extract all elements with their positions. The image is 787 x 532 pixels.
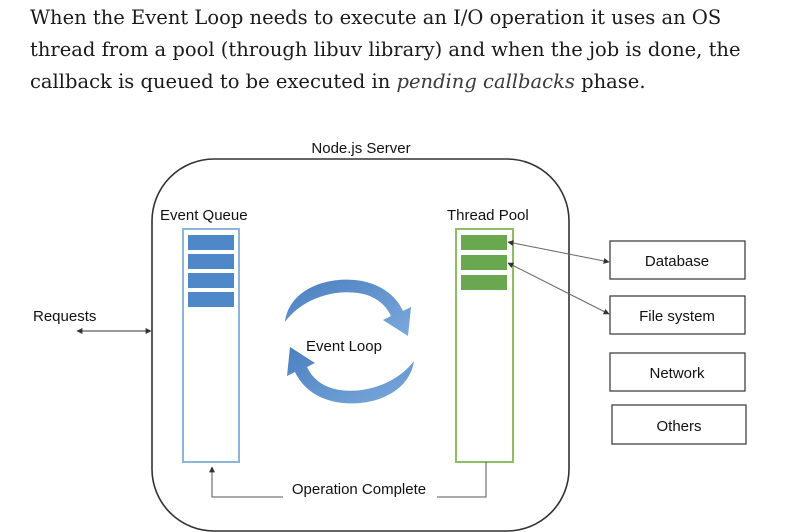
nodejs-server-box [151, 158, 570, 532]
resource-network: Network [609, 352, 746, 392]
resource-database: Database [609, 240, 746, 280]
requests-label: Requests [33, 308, 96, 325]
database-connector [507, 240, 610, 264]
event-queue-column [182, 228, 240, 463]
event-queue-item [188, 254, 234, 269]
resource-others-label: Others [656, 418, 701, 435]
thread-pool-item [461, 255, 507, 270]
thread-pool-item [461, 275, 507, 290]
paragraph-text-start: When the Event Loop needs to execute an … [30, 6, 741, 93]
event-loop-arrows-icon [285, 279, 414, 404]
event-queue-label: Event Queue [160, 207, 248, 224]
thread-pool-column [455, 228, 514, 463]
thread-pool-label: Thread Pool [447, 207, 529, 224]
article-paragraph: When the Event Loop needs to execute an … [30, 2, 780, 98]
resource-network-label: Network [649, 365, 705, 382]
paragraph-text-end: phase. [574, 70, 646, 93]
resource-database-label: Database [645, 253, 709, 270]
resource-others: Others [611, 404, 747, 445]
pending-callbacks-emphasis: pending callbacks [396, 70, 575, 93]
event-loop-label: Event Loop [306, 338, 382, 355]
operation-complete-label-bg [283, 479, 437, 499]
event-queue-item [188, 273, 234, 288]
event-queue-item [188, 292, 234, 307]
event-queue-item [188, 235, 234, 250]
resource-file-system: File system [609, 295, 746, 335]
resource-file-system-label: File system [639, 308, 715, 325]
thread-pool-item [461, 235, 507, 250]
file-system-connector [507, 262, 610, 315]
operation-complete-label: Operation Complete [292, 481, 426, 498]
server-title: Node.js Server [311, 140, 410, 157]
